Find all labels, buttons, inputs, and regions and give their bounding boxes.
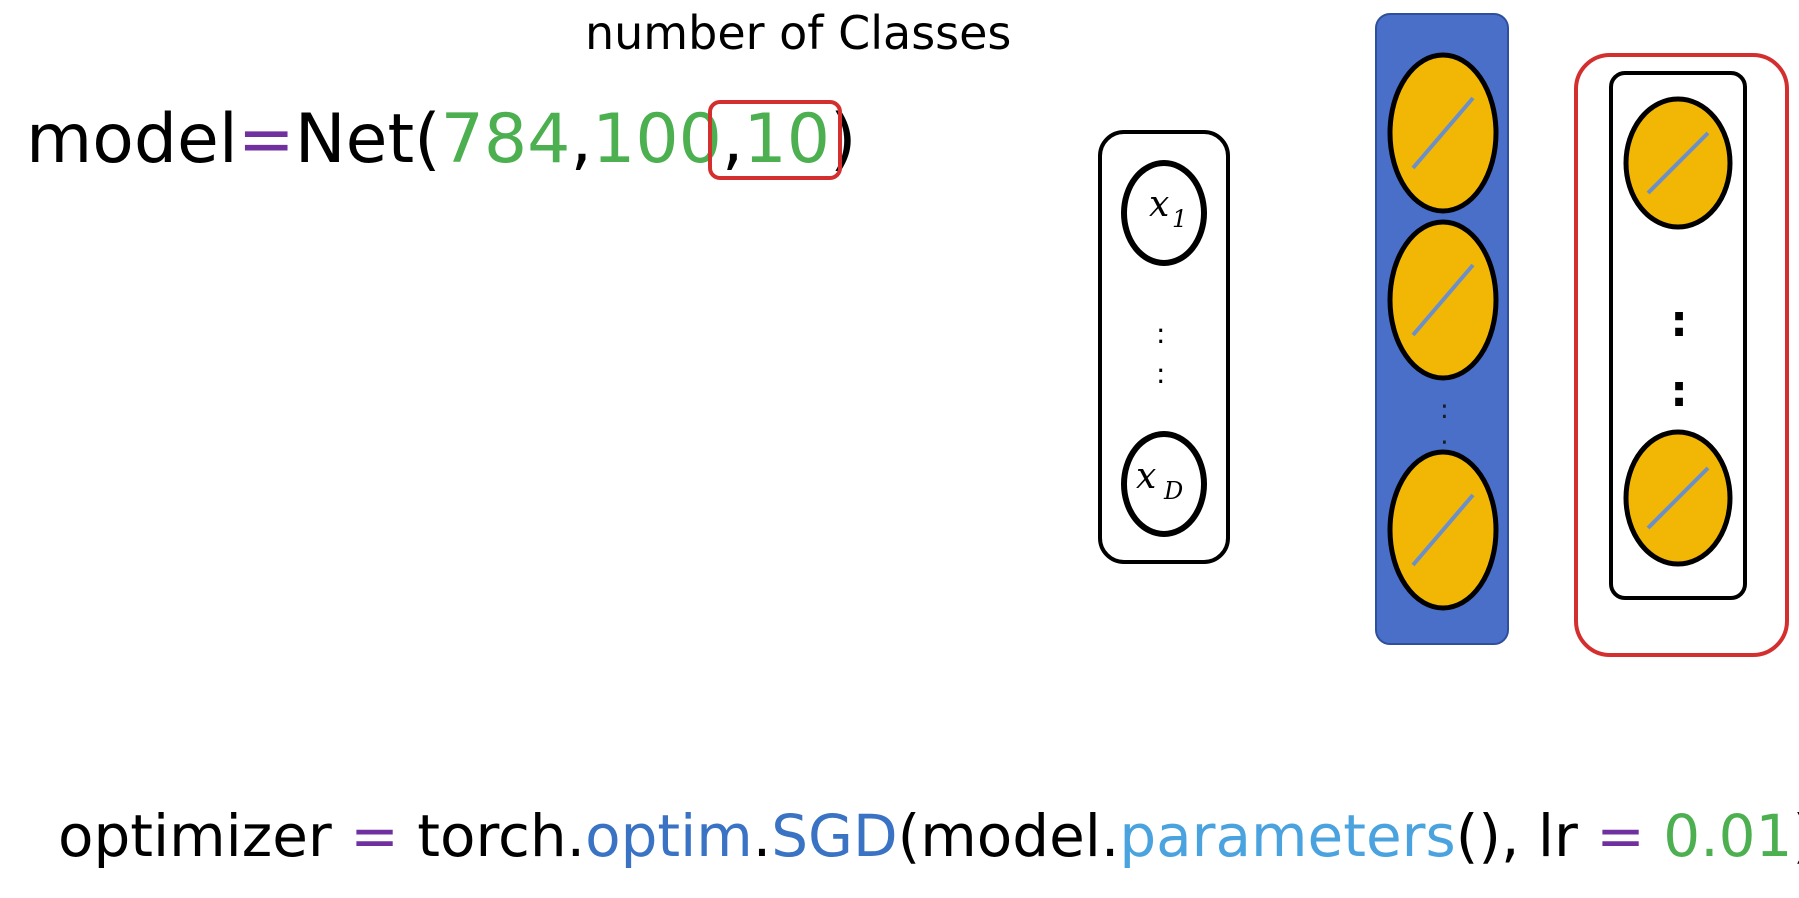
model-code-line: model=Net(784,100,10) [26, 100, 857, 179]
arg-separator-1: , [570, 100, 593, 179]
module-dot: . [752, 802, 772, 870]
classes-highlight-box [708, 100, 842, 180]
input-neuron-first [1121, 160, 1207, 266]
model-ref: (model. [897, 802, 1120, 870]
hidden-ellipsis-lower: : [1440, 431, 1449, 461]
optim-module: optim [585, 802, 753, 870]
model-var: model [26, 100, 238, 179]
close-paren: ) [830, 100, 857, 179]
sgd-class: SGD [771, 802, 898, 870]
optimizer-var: optimizer [58, 802, 351, 870]
optimizer-assign-operator: = [350, 802, 399, 870]
input-neuron-last [1121, 431, 1207, 537]
output-classes-arg: 10 [743, 100, 831, 179]
output-layer-highlight [1574, 53, 1789, 657]
hidden-ellipsis-upper: : [1440, 395, 1449, 425]
hidden-neuron-2-activation [1411, 263, 1475, 337]
hidden-neuron-1-activation [1411, 96, 1475, 170]
input-neuron-last-subscript: D [1163, 477, 1183, 505]
parameters-method: parameters [1119, 802, 1456, 870]
input-ellipsis-lower: : [1156, 357, 1165, 390]
output-ellipsis-lower: : [1670, 366, 1688, 417]
input-neuron-last-symbol: x [1136, 456, 1156, 497]
number-of-classes-label: number of Classes [585, 6, 1012, 60]
net-constructor: Net( [294, 100, 441, 179]
torch-module: torch. [398, 802, 586, 870]
optimizer-code-line: optimizer = torch.optim.SGD(model.parame… [58, 802, 1799, 870]
lr-assign-operator: = [1596, 802, 1645, 870]
input-neuron-first-symbol: x [1149, 184, 1169, 225]
arg-separator-2: , [721, 100, 744, 179]
output-neuron-first-activation [1646, 131, 1710, 195]
lr-keyword: (), lr [1455, 802, 1597, 870]
input-size-arg: 784 [440, 100, 571, 179]
output-ellipsis-upper: : [1670, 296, 1688, 347]
output-neuron-last-activation [1646, 466, 1710, 530]
input-neuron-first-subscript: 1 [1172, 205, 1187, 233]
learning-rate-value: 0.01 [1644, 802, 1793, 870]
assign-operator: = [237, 100, 295, 179]
hidden-size-arg: 100 [592, 100, 722, 179]
optimizer-close-paren: ) [1792, 802, 1799, 870]
input-ellipsis-upper: : [1156, 317, 1165, 350]
hidden-neuron-3-activation [1411, 493, 1475, 567]
